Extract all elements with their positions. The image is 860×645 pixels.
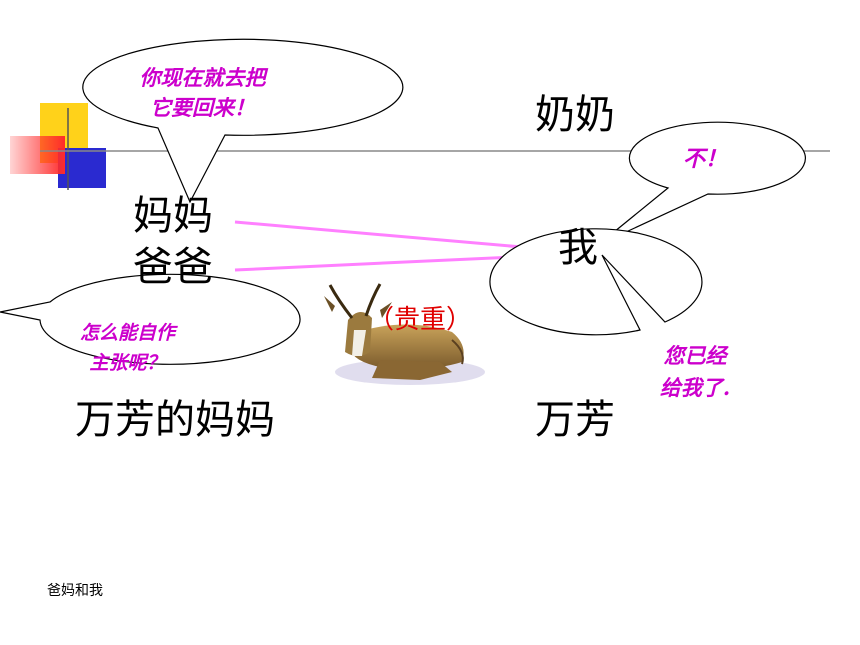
antelope-icon: [324, 283, 485, 385]
speech-text-wanfang: 您已经 给我了.: [620, 340, 770, 403]
label-dad: 爸爸: [133, 244, 213, 290]
speech-text-mom-line1: 你现在就去把: [139, 65, 266, 90]
label-me: 我: [558, 225, 598, 271]
label-wanfang: 万芳: [535, 397, 615, 443]
speech-text-wanfang-mom-line2: 主张呢？: [89, 352, 166, 375]
speech-bubble-grandma: [597, 121, 806, 246]
connector-mom-me: [234, 220, 557, 252]
deco-blue-square: [58, 148, 106, 188]
label-mom: 妈妈: [133, 193, 213, 239]
speech-bubble-mom: [82, 38, 404, 204]
deco-red-square: [10, 136, 65, 174]
speech-bubble-wanfang-mom: [0, 273, 301, 365]
slide-footer: 爸妈和我: [47, 583, 103, 599]
speech-text-mom-line2: 它要回来！: [150, 95, 255, 121]
speech-text-wanfang-mom: 怎么能自作 主张呢？: [20, 318, 235, 379]
speech-text-wanfang-line1: 您已经: [663, 343, 727, 368]
speech-text-wanfang-line2: 给我了.: [659, 374, 731, 400]
speech-text-grandma: 不！: [682, 146, 727, 172]
speech-bubble-wanfang: [489, 228, 703, 336]
speech-text-mom: 你现在就去把 它要回来！: [90, 63, 315, 124]
speech-text-wanfang-mom-line1: 怎么能自作: [79, 322, 175, 344]
label-wanfang-mom: 万芳的妈妈: [75, 397, 275, 443]
label-grandma: 奶奶: [535, 92, 615, 138]
object-label-precious: （贵重）: [368, 305, 473, 335]
